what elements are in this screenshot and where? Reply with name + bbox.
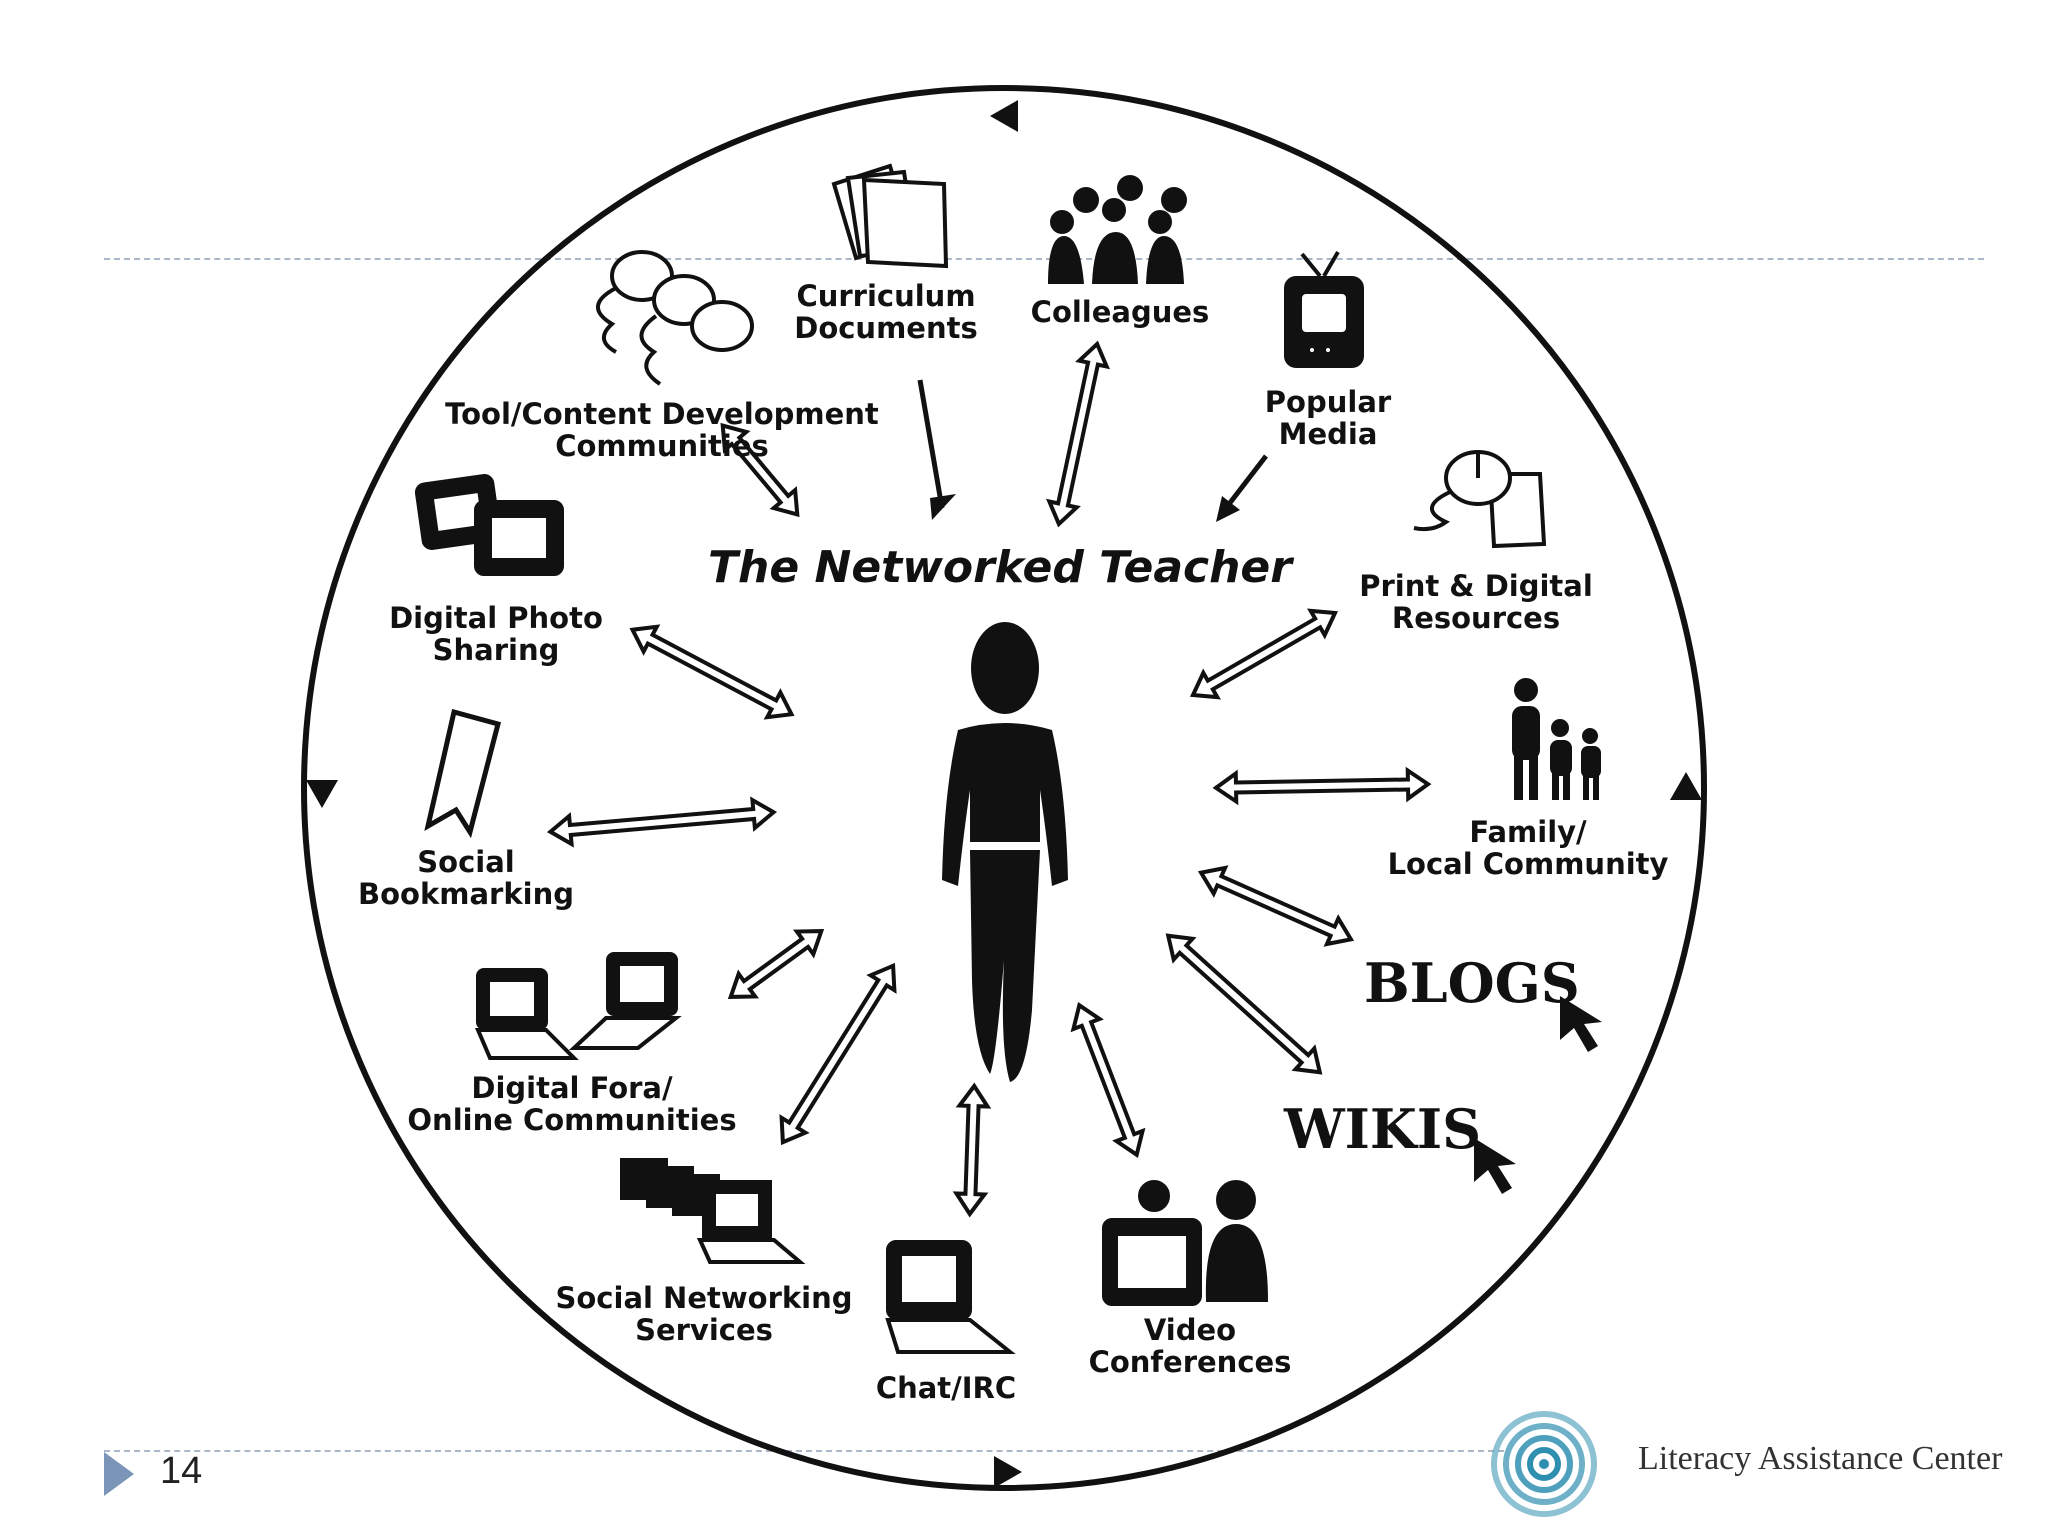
label-line: Local Community	[1388, 847, 1669, 881]
photo-sharing-icon	[414, 474, 564, 576]
cycle-arrowhead-left	[306, 780, 338, 808]
cursor-icon-2	[1474, 1138, 1516, 1194]
label-line: Digital Photo	[389, 601, 603, 635]
slide-number: 14	[160, 1450, 203, 1492]
slide-marker-icon	[104, 1452, 134, 1496]
video-conference-icon	[1102, 1180, 1269, 1306]
center-title: The Networked Teacher	[708, 542, 1294, 593]
cycle-arrowhead-bottom	[994, 1456, 1022, 1488]
label-chat-irc: Chat/IRC	[876, 1371, 1016, 1405]
label-line: Popular	[1265, 385, 1392, 419]
label-line: Video	[1144, 1313, 1236, 1347]
colleagues-icon	[1048, 175, 1187, 284]
laptop-chat-icon	[885, 1240, 1016, 1354]
cycle-arrowhead-right	[1670, 772, 1702, 800]
label-line: Tool/Content Development	[445, 397, 879, 431]
label-line: Online Communities	[407, 1103, 736, 1137]
label-line: Sharing	[433, 633, 560, 667]
arrows-one-way	[917, 379, 1268, 522]
family-icon	[1512, 678, 1601, 800]
networked-computers-icon	[620, 1158, 806, 1264]
cycle-circle	[301, 85, 1707, 1491]
label-line: Documents	[794, 311, 978, 345]
arrows-two-way	[546, 340, 1432, 1218]
literacy-center-logo	[1491, 1411, 1597, 1517]
label-wikis: WIKIS	[1283, 1097, 1481, 1161]
label-line: Media	[1279, 417, 1378, 451]
label-line: Resources	[1392, 601, 1560, 635]
top-dashed-rule	[104, 258, 1984, 260]
label-line: Family/	[1469, 815, 1587, 849]
label-digital-fora: Digital Fora/Online Communities	[407, 1071, 736, 1137]
label-line: Bookmarking	[358, 877, 574, 911]
label-line: Chat/IRC	[876, 1371, 1016, 1405]
logo-text: Literacy Assistance Center	[1638, 1440, 2003, 1477]
mouse-document-icon	[1413, 450, 1547, 549]
laptops-forum-icon	[474, 952, 682, 1060]
label-line: Communities	[555, 429, 769, 463]
label-line: Curriculum	[796, 279, 975, 313]
bookmark-icon	[424, 708, 502, 839]
label-family-local-community: Family/Local Community	[1388, 815, 1669, 881]
bottom-dashed-rule	[104, 1450, 1504, 1452]
mice-cluster-icon	[596, 250, 754, 386]
label-line: Services	[635, 1313, 773, 1347]
label-line: Digital Fora/	[471, 1071, 673, 1105]
label-line: Colleagues	[1031, 295, 1210, 329]
label-blogs: BLOGS	[1364, 951, 1580, 1015]
label-line: Print & Digital	[1359, 569, 1593, 603]
label-line: Social	[417, 845, 514, 879]
documents-icon	[831, 163, 949, 269]
label-line: Social Networking	[556, 1281, 853, 1315]
television-icon	[1284, 250, 1364, 368]
cursor-icon	[1560, 996, 1602, 1052]
teacher-figure-icon	[942, 622, 1068, 1082]
label-colleagues: Colleagues	[1031, 295, 1210, 329]
cycle-arrowhead-top	[990, 100, 1018, 132]
label-line: Conferences	[1089, 1345, 1292, 1379]
